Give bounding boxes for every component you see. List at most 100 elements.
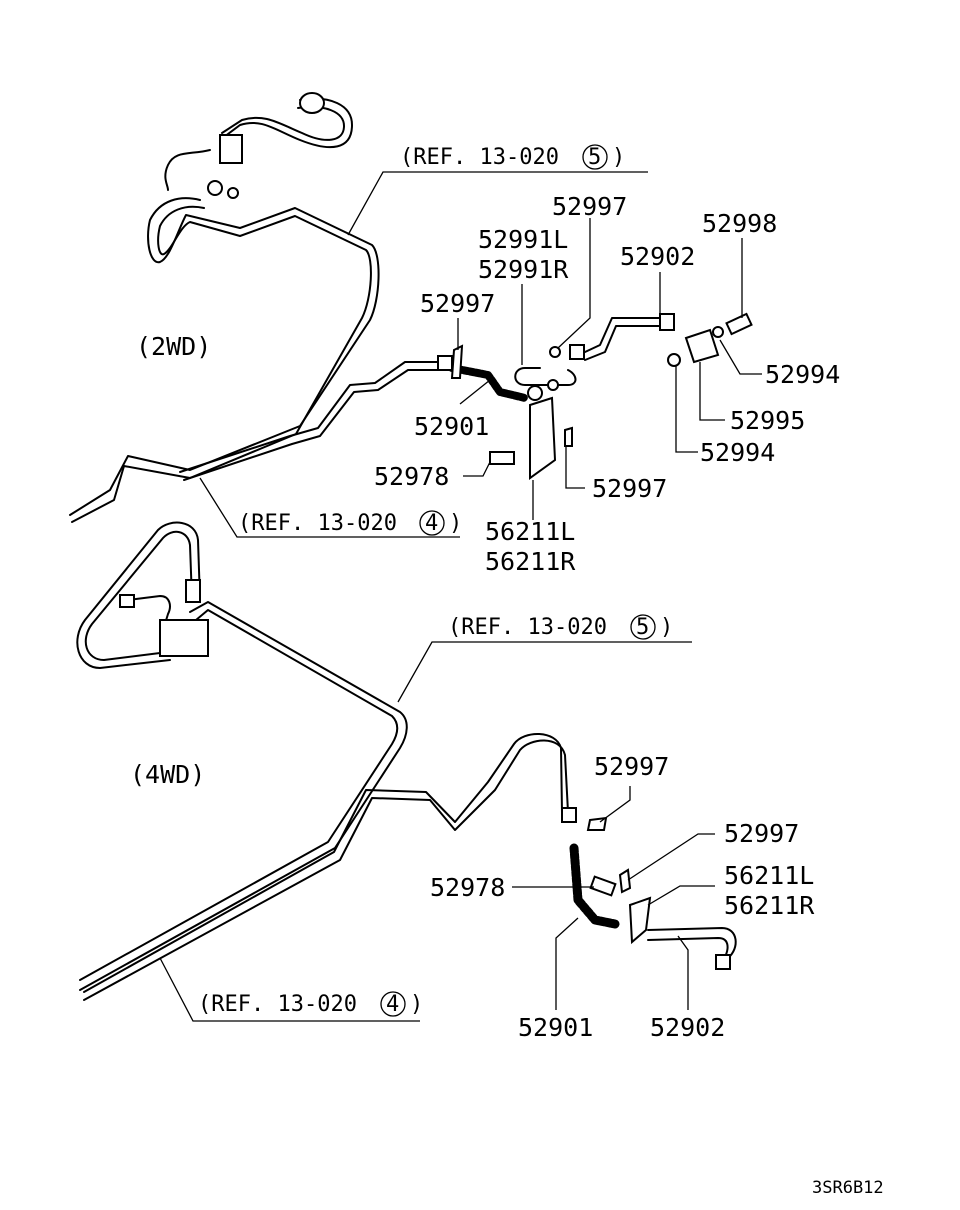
4wd-pipe-end-fitting <box>715 954 731 970</box>
bracket-56211-2wd <box>529 396 557 480</box>
4wd-fitting <box>185 579 201 603</box>
leader-ref5-4wd <box>397 641 692 703</box>
ref-text: (REF. 13-020 <box>238 511 397 536</box>
leader-52997-top <box>557 218 591 349</box>
label-56211L-4wd: 56211L <box>724 861 814 890</box>
4wd-loop-outer <box>76 521 201 669</box>
4wd-valve-block <box>159 619 209 657</box>
leader-ref4-top <box>199 477 460 538</box>
label-52991R: 52991R <box>478 255 569 284</box>
bolt-52998 <box>725 312 753 336</box>
ref-2wd-upper: (REF. 13-020 5 ) <box>400 144 625 170</box>
ref-suffix: ) <box>449 511 462 536</box>
ref-4wd-lower: (REF. 13-020 4 ) <box>198 991 423 1017</box>
label-52997-b: 52997 <box>724 819 799 848</box>
junction-52995 <box>684 328 720 364</box>
label-52997-top: 52997 <box>552 192 627 221</box>
ref-suffix: ) <box>612 145 625 170</box>
leader-ref5-top <box>347 171 648 236</box>
leader-52994-low <box>675 366 698 453</box>
section-2wd-label: (2WD) <box>136 332 211 361</box>
right-pipe-inner <box>183 369 441 481</box>
label-56211R-4wd: 56211R <box>724 891 815 920</box>
ref-text: (REF. 13-020 <box>400 145 559 170</box>
label-52901: 52901 <box>414 412 489 441</box>
bolt-52978-2wd <box>489 451 515 465</box>
clip-52997-4wd-b <box>618 868 632 894</box>
label-52978-4wd: 52978 <box>430 873 505 902</box>
valve-fitting-2 <box>227 187 239 199</box>
bolt-52978-4wd <box>589 875 617 897</box>
leader-52901-4wd <box>555 917 579 1010</box>
section-4wd: (4WD) (REF. 13-020 5 ) (REF. 13-020 4 ) … <box>76 521 815 1042</box>
main-pipe-inner <box>71 205 372 523</box>
section-2wd: (2WD) (REF. 13-020 5 ) (REF. 13-020 4 ) … <box>69 92 840 576</box>
diagram-code: 3SR6B12 <box>812 1178 884 1198</box>
pipe-fitting <box>659 313 675 331</box>
ref-num-circle <box>419 510 445 536</box>
4wd-loop-inner <box>84 530 193 661</box>
hose-52901-4wd <box>569 843 620 929</box>
ref-num: 5 <box>636 615 649 640</box>
label-52995: 52995 <box>730 406 805 435</box>
hose-52901-2wd <box>448 364 529 402</box>
pipe-fitting-b <box>569 344 585 360</box>
4wd-pipe-fitting <box>561 807 577 823</box>
bracket-56211-4wd <box>628 896 652 945</box>
leader-52994-r <box>719 339 762 375</box>
label-56211R: 56211R <box>485 547 576 576</box>
4wd-short-pipe <box>127 595 171 641</box>
leader-52901 <box>459 379 491 405</box>
ref-num: 5 <box>588 145 601 170</box>
label-52991L: 52991L <box>478 225 568 254</box>
flex-line-coil <box>164 149 211 191</box>
clip-52997-low <box>564 426 573 447</box>
ref-2wd-lower: (REF. 13-020 4 ) <box>238 510 462 536</box>
4wd-pipe-end <box>119 594 135 608</box>
ref-num: 4 <box>386 992 399 1017</box>
ref-text: (REF. 13-020 <box>198 992 357 1017</box>
4wd-second-outer <box>83 739 569 1001</box>
leader-52902-4wd <box>677 935 689 1010</box>
washer-52994-left <box>667 353 681 367</box>
ref-4wd-upper: (REF. 13-020 5 ) <box>448 614 673 640</box>
upper-pipe-loop <box>219 97 353 148</box>
right-pipe-outer <box>179 361 441 473</box>
pipe-52902-4wd <box>647 927 737 959</box>
label-52901-4wd: 52901 <box>518 1013 593 1042</box>
label-52997-left: 52997 <box>420 289 495 318</box>
4wd-main-outer <box>79 601 408 991</box>
leader-52997-b <box>627 833 715 881</box>
ref-suffix: ) <box>410 992 423 1017</box>
ref-num-circle <box>380 991 406 1017</box>
ref-num-circle <box>630 614 656 640</box>
4wd-main-inner <box>79 609 399 981</box>
leader-ref4-4wd <box>159 957 420 1022</box>
upper-pipe-loop-inner <box>221 106 345 141</box>
leader-52997-a <box>599 786 631 823</box>
label-52997-a: 52997 <box>594 752 669 781</box>
tube-nut <box>547 379 559 391</box>
leader-52997-low <box>565 446 585 489</box>
tube-52991 <box>514 367 577 386</box>
hose-end-fitting-2 <box>527 385 543 401</box>
4wd-second-inner <box>83 732 563 993</box>
valve-fitting <box>207 180 223 196</box>
label-56211L: 56211L <box>485 517 575 546</box>
ref-suffix: ) <box>660 615 673 640</box>
ref-num: 4 <box>425 511 438 536</box>
ref-num-circle <box>582 144 608 170</box>
label-52997-low: 52997 <box>592 474 667 503</box>
leader-52995 <box>699 362 725 421</box>
label-52902-4wd: 52902 <box>650 1013 725 1042</box>
section-4wd-label: (4WD) <box>130 760 205 789</box>
clip-52997-left <box>450 344 464 379</box>
pipe-52902-2wd <box>584 317 661 353</box>
hose-end-fitting <box>437 355 453 371</box>
label-52978: 52978 <box>374 462 449 491</box>
label-52994-low: 52994 <box>700 438 775 467</box>
label-52902: 52902 <box>620 242 695 271</box>
washer-52994-right <box>712 326 724 338</box>
